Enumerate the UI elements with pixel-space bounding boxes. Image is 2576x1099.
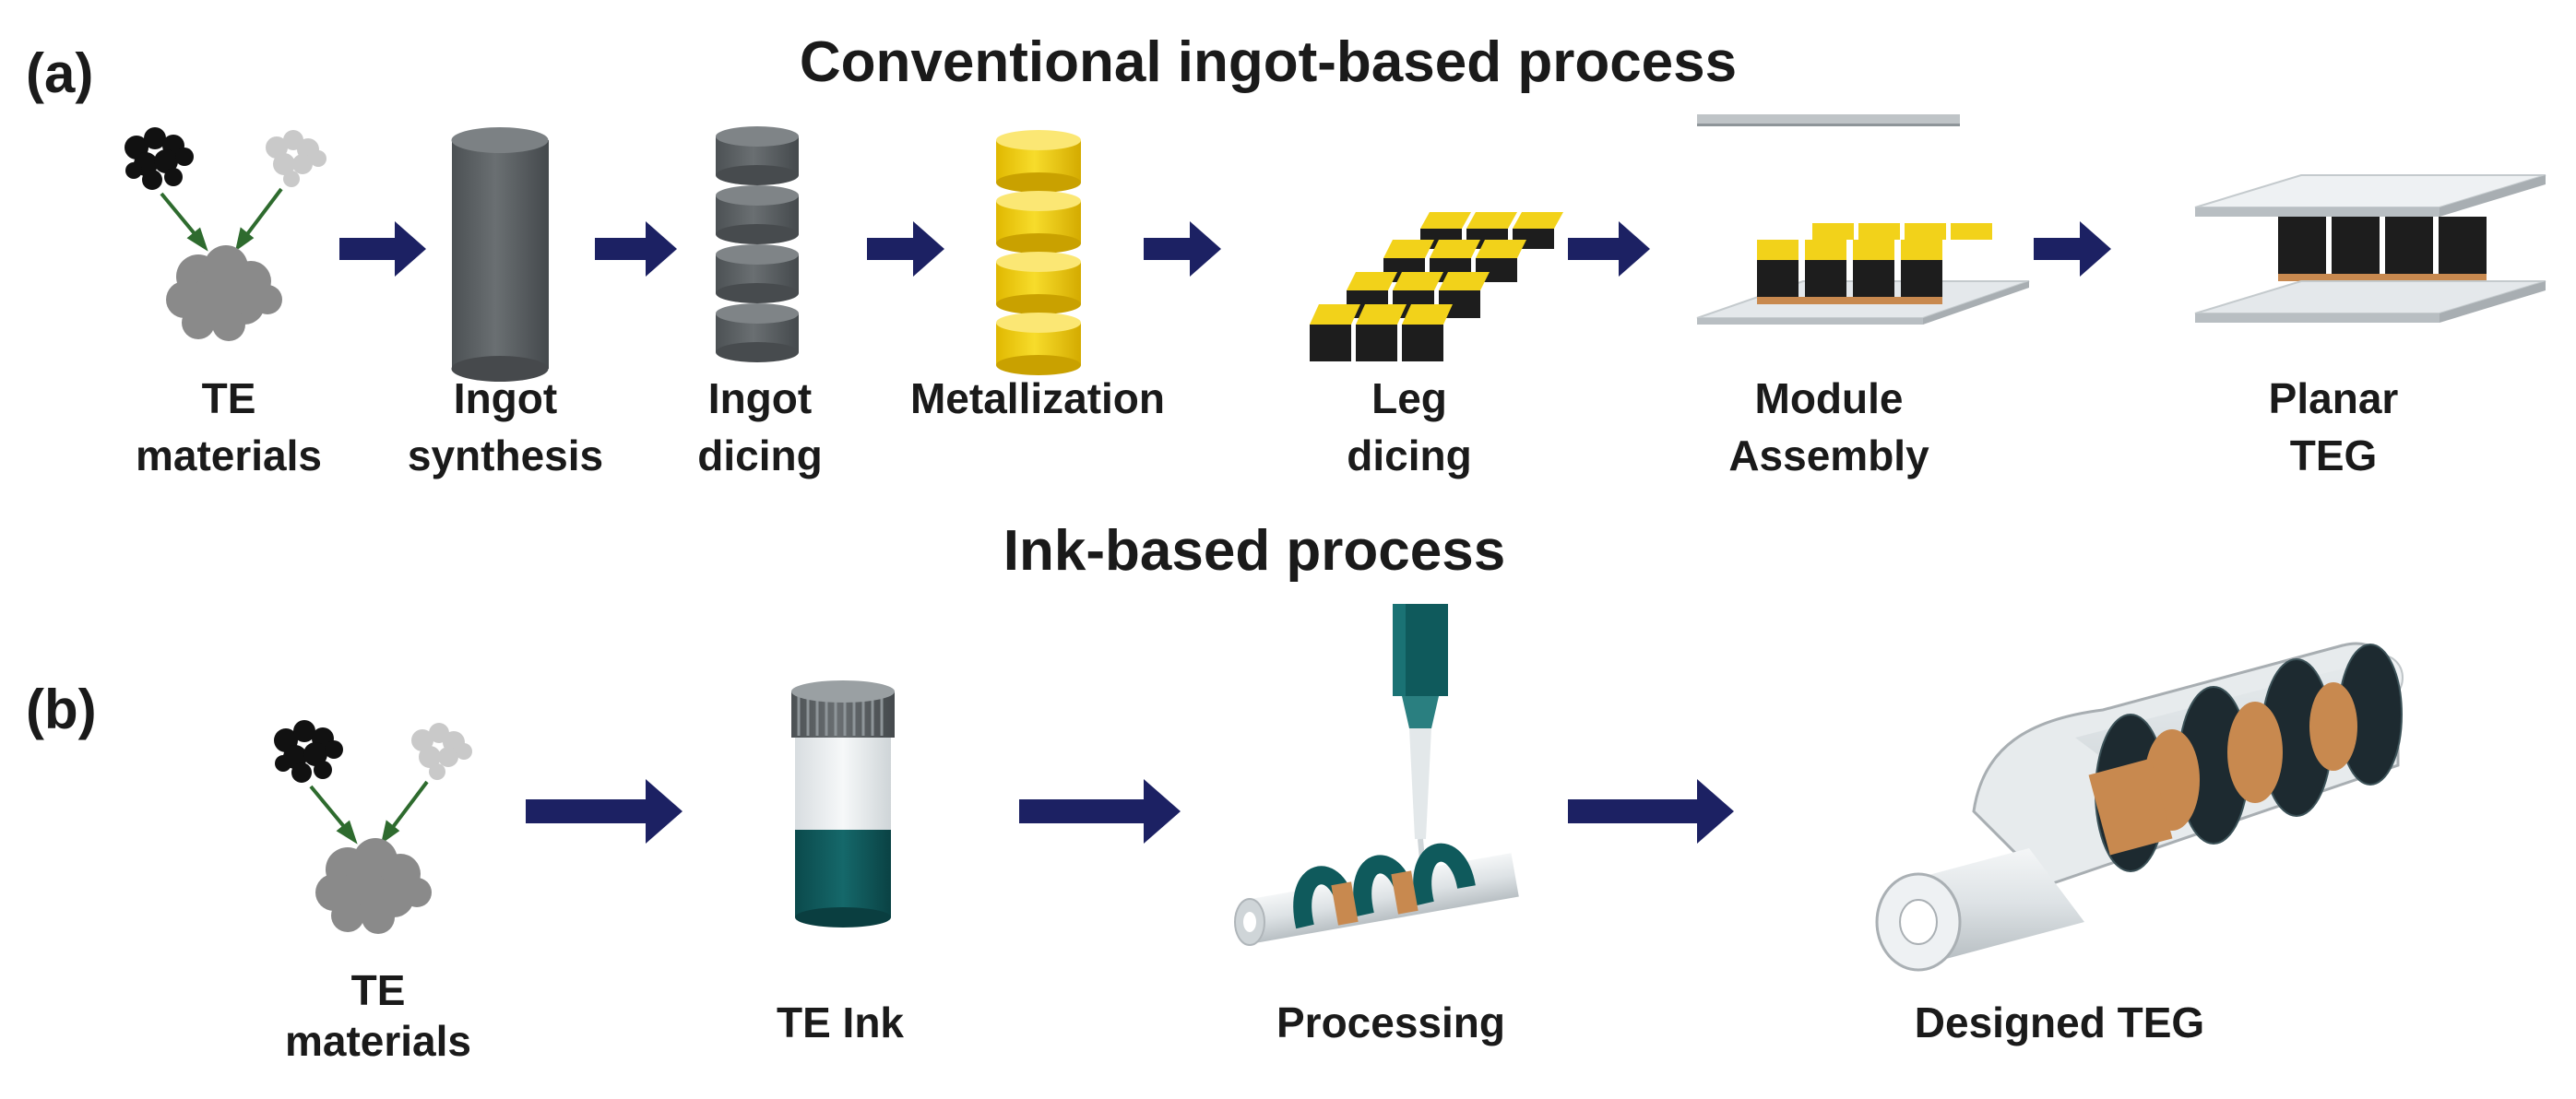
label-ingot-synthesis-line1: Ingot [454, 374, 557, 422]
label-metallization: Metallization [910, 374, 1165, 422]
arrow-a-6 [2034, 221, 2111, 277]
label-planar-teg-line1: Planar [2269, 374, 2399, 422]
panel-a-label: (a) [26, 42, 93, 104]
step-labels-a: TE materials Ingot synthesis Ingot dicin… [136, 374, 2398, 479]
processing-icon [1234, 604, 1519, 946]
label-ingot-dicing-line2: dicing [697, 431, 822, 479]
black-particle-cluster [125, 127, 194, 190]
panel-a-title: Conventional ingot-based process [800, 30, 1737, 94]
arrows-b [526, 779, 1734, 844]
designed-teg-icon [1875, 642, 2404, 972]
arrow-a-3 [867, 221, 944, 277]
te-materials-icon [125, 127, 326, 341]
label-te-ink: TE Ink [777, 999, 904, 1046]
metallization-icon [996, 130, 1081, 375]
arrow-b-3 [1568, 779, 1734, 844]
mixed-powder-cluster [166, 245, 282, 341]
label-te-materials-b-line2: materials [285, 1017, 471, 1065]
panel-b: (b) Ink-based process [26, 519, 2404, 1065]
label-module-assembly-line1: Module [1755, 374, 1904, 422]
panel-a: (a) Conventional ingot-based process [26, 30, 2546, 479]
arrow-a-4 [1144, 221, 1221, 277]
step-labels-b: TE materials TE Ink Processing Designed … [285, 966, 2204, 1065]
arrow-a-5 [1568, 221, 1650, 277]
label-te-materials-line1: TE [202, 374, 256, 422]
arrow-b-2 [1019, 779, 1181, 844]
label-planar-teg-line2: TEG [2290, 431, 2378, 479]
label-processing: Processing [1276, 999, 1505, 1046]
label-ingot-dicing-line1: Ingot [708, 374, 812, 422]
arrow-a-2 [595, 221, 677, 277]
label-ingot-synthesis-line2: synthesis [408, 431, 603, 479]
label-module-assembly-line2: Assembly [1728, 431, 1929, 479]
te-materials-icon-b [274, 720, 472, 934]
label-leg-dicing-line2: dicing [1347, 431, 1471, 479]
te-ink-jar-icon [791, 680, 895, 928]
planar-teg-icon [2194, 174, 2546, 323]
label-leg-dicing-line1: Leg [1371, 374, 1447, 422]
arrow-a-1 [339, 221, 426, 277]
ingot-dicing-icon [716, 126, 799, 362]
label-te-materials-line2: materials [136, 431, 322, 479]
gray-particle-cluster [266, 130, 326, 187]
arrows-a [339, 221, 2111, 277]
leg-dicing-icon [1310, 212, 1563, 361]
ingot-cylinder-icon [451, 127, 549, 382]
label-te-materials-b-line1: TE [351, 966, 406, 1014]
panel-b-label: (b) [26, 679, 97, 740]
module-assembly-icon [1696, 114, 2030, 325]
label-designed-teg: Designed TEG [1915, 999, 2204, 1046]
arrow-b-1 [526, 779, 683, 844]
panel-b-title: Ink-based process [1003, 519, 1505, 583]
